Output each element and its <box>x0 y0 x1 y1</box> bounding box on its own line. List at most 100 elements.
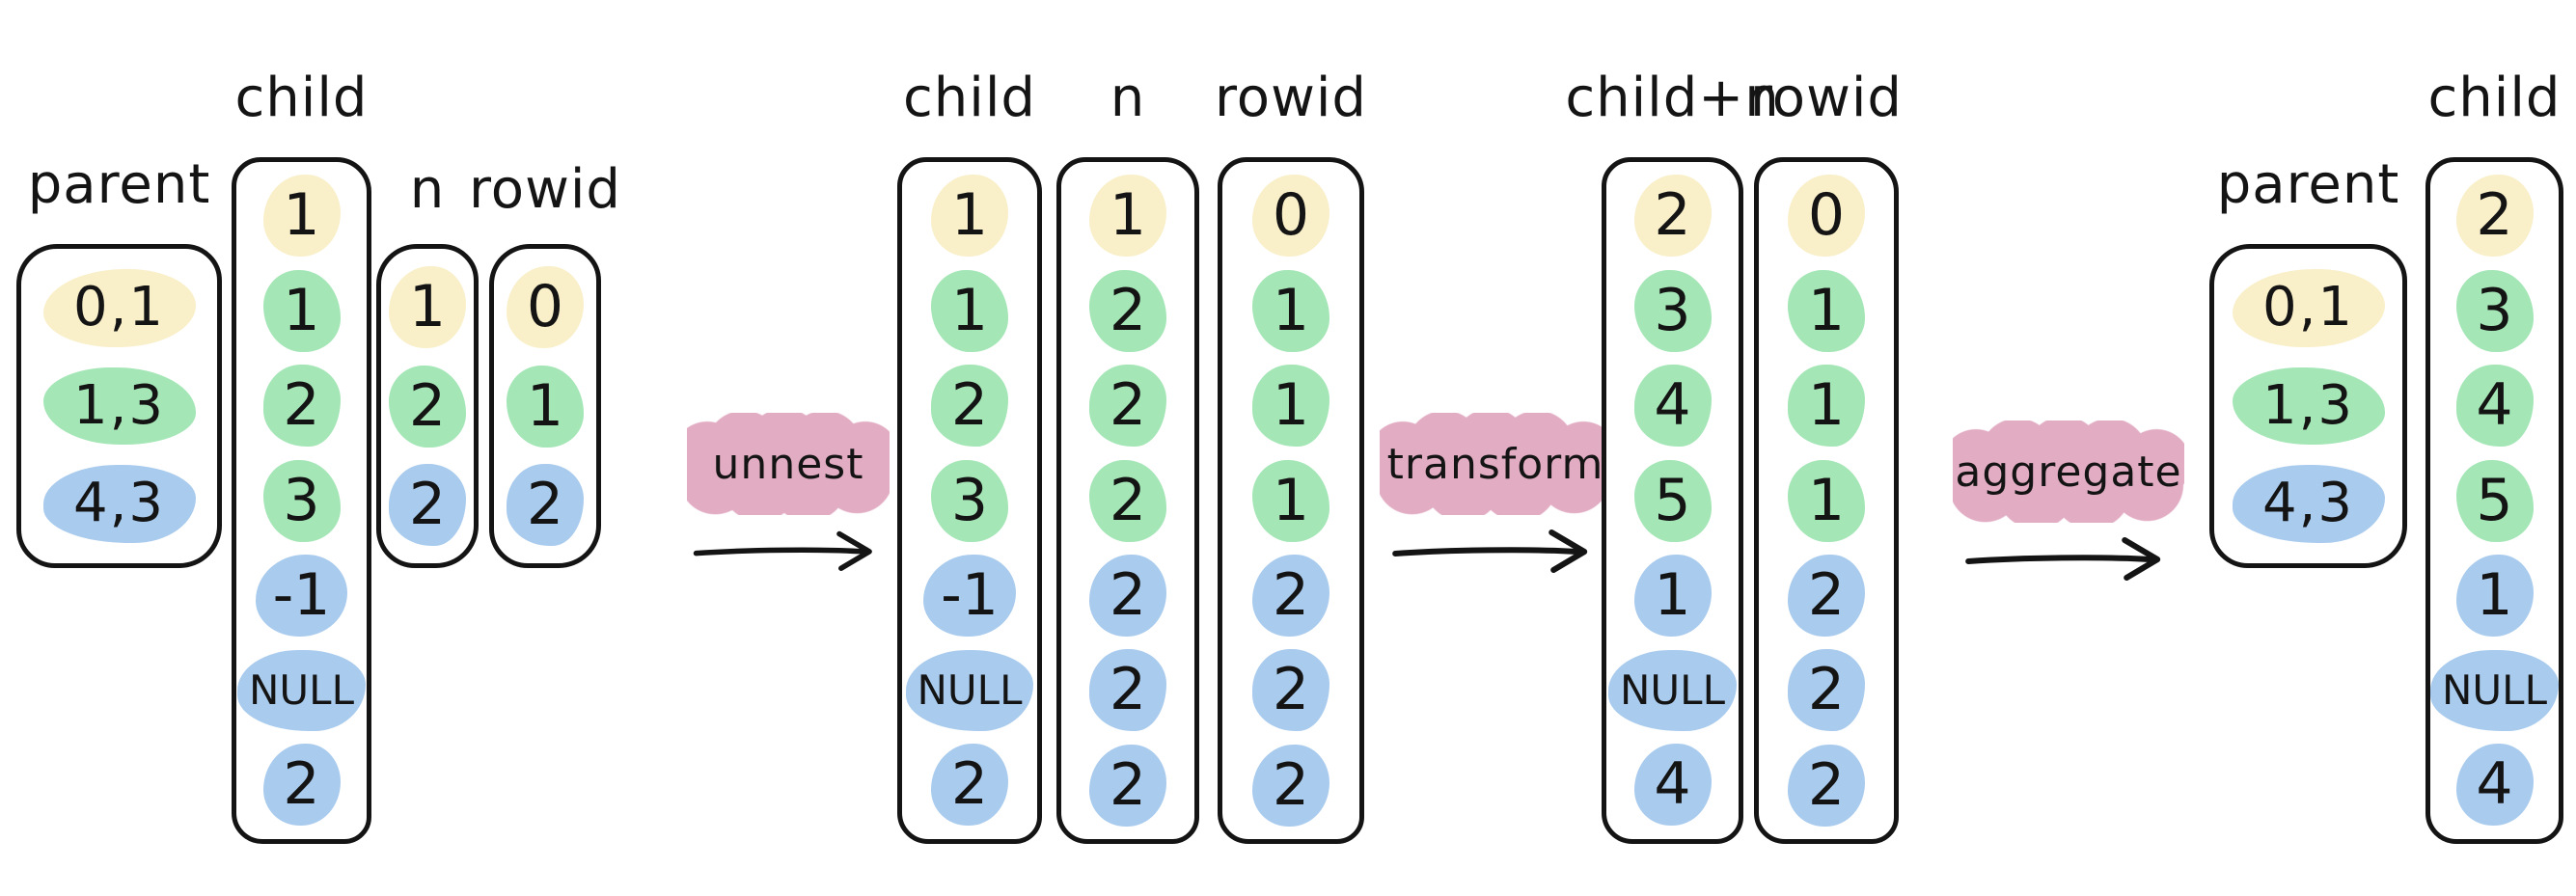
cell: 2 <box>1759 649 1894 732</box>
column-box: 0,1 1,3 4,3 <box>16 244 222 568</box>
cell-value: 4,3 <box>42 465 196 543</box>
cell: 3 <box>902 459 1037 542</box>
column-header-child: child <box>234 66 369 129</box>
cell-value: 3 <box>262 459 341 542</box>
cell-value: 2 <box>1089 744 1166 827</box>
cell-value: 4 <box>2455 365 2534 448</box>
column-header-rowid: rowid <box>1215 66 1367 129</box>
cell: 3 <box>1606 269 1739 352</box>
cell-value: 0,1 <box>42 269 196 347</box>
cell-value: 2 <box>507 464 584 547</box>
cell-value: 1 <box>2455 555 2534 638</box>
cell-value: 2 <box>1788 554 1865 637</box>
aggregate-label: aggregate <box>1953 421 2184 523</box>
cell-value: 2 <box>389 365 466 448</box>
cell-value: 2 <box>1252 554 1329 637</box>
cell-value: 3 <box>2455 269 2534 352</box>
column-child-left: child 1 1 2 3 -1 NULL 2 <box>232 63 371 844</box>
column-rowid-right: rowid 0 1 1 1 2 2 2 <box>1750 63 1902 844</box>
cell: 3 <box>236 459 367 542</box>
cell: 4 <box>1606 365 1739 448</box>
cell-value: 2 <box>262 365 341 448</box>
cell-value: -1 <box>255 555 348 638</box>
cell-value: 3 <box>1633 269 1712 352</box>
cell: 2 <box>1759 744 1894 827</box>
cell-value: 0 <box>1252 175 1329 258</box>
cell: 5 <box>1606 459 1739 542</box>
cell-value: 1 <box>262 269 341 352</box>
transform-arrow <box>1391 529 1587 573</box>
cell: 0 <box>1759 175 1894 258</box>
cell-value: 2 <box>389 464 466 547</box>
cell-value: 1 <box>1788 269 1865 352</box>
cell: 2 <box>1061 554 1194 637</box>
cell: 4 <box>2430 744 2559 827</box>
cell: 1 <box>236 269 367 352</box>
cell: 1 <box>1759 269 1894 352</box>
cell: 1 <box>1759 365 1894 448</box>
cell-value: 2 <box>931 365 1008 448</box>
column-box: 1 1 2 3 -1 NULL 2 <box>897 157 1042 844</box>
cell-value: 2 <box>1089 365 1166 448</box>
cell-value: 2 <box>1089 649 1166 732</box>
cell-value: NULL <box>237 649 366 732</box>
cell-value: 4 <box>2455 744 2534 827</box>
cell: 3 <box>2430 269 2559 352</box>
column-box: 0 1 1 1 2 2 2 <box>1754 157 1899 844</box>
cell-value: 1 <box>1252 365 1329 448</box>
cell: NULL <box>902 649 1037 732</box>
column-header-rowid: rowid <box>1750 66 1903 129</box>
cell: 4,3 <box>2214 465 2402 543</box>
cell: 1 <box>902 175 1037 258</box>
cell: 0 <box>1222 175 1359 258</box>
operation-unnest: unnest <box>687 413 890 575</box>
cell: NULL <box>2430 649 2559 732</box>
cell: 4 <box>1606 744 1739 827</box>
cell-value: 1,3 <box>2232 367 2385 446</box>
cell: 4 <box>2430 365 2559 448</box>
cell-value: 1 <box>1252 459 1329 542</box>
cell-value: 2 <box>262 744 341 827</box>
cell-value: 5 <box>1633 459 1712 542</box>
cell: 2 <box>381 464 474 547</box>
cell: 1,3 <box>2214 367 2402 446</box>
cell: 1 <box>381 265 474 348</box>
column-header-parent: parent <box>2216 152 2400 216</box>
operation-transform: transform <box>1380 413 1611 575</box>
cell: 2 <box>1061 365 1194 448</box>
cell-value: 1 <box>1089 175 1166 258</box>
cell-value: 1 <box>389 265 466 348</box>
cell-value: 2 <box>1788 649 1865 732</box>
cell-value: -1 <box>923 555 1016 638</box>
cell: 2 <box>1061 649 1194 732</box>
cell: 1,3 <box>21 367 217 446</box>
cell-value: 2 <box>1089 459 1166 542</box>
column-box: 1 2 2 <box>376 244 479 568</box>
cell: -1 <box>902 555 1037 638</box>
cell-value: 2 <box>1788 744 1865 827</box>
cell-value: 2 <box>1089 269 1166 352</box>
cell: 0,1 <box>21 269 217 347</box>
cell-value: 2 <box>1089 554 1166 637</box>
column-box: 0 1 2 <box>489 244 601 568</box>
cell: 2 <box>1222 744 1359 827</box>
cell-value: 1 <box>1252 269 1329 352</box>
cell: 1 <box>1222 269 1359 352</box>
column-header-n: n <box>1110 66 1146 129</box>
column-header-n: n <box>409 157 446 221</box>
cell: 1 <box>1222 459 1359 542</box>
cell: 1 <box>236 175 367 258</box>
cell: 2 <box>2430 175 2559 258</box>
cell-value: NULL <box>1608 649 1737 732</box>
cell: 1 <box>1606 555 1739 638</box>
column-box: 2 3 4 5 1 NULL 4 <box>2425 157 2563 844</box>
column-box: 2 3 4 5 1 NULL 4 <box>1602 157 1743 844</box>
cell: 1 <box>2430 555 2559 638</box>
column-rowid-middle: rowid 0 1 1 1 2 2 2 <box>1215 63 1367 844</box>
cell-value: 0 <box>507 265 584 348</box>
column-box: 1 1 2 3 -1 NULL 2 <box>232 157 371 844</box>
cell-value: NULL <box>2430 649 2559 732</box>
column-box: 0 1 1 1 2 2 2 <box>1218 157 1364 844</box>
cell-value: 1 <box>1788 459 1865 542</box>
cell-value: NULL <box>905 649 1034 732</box>
